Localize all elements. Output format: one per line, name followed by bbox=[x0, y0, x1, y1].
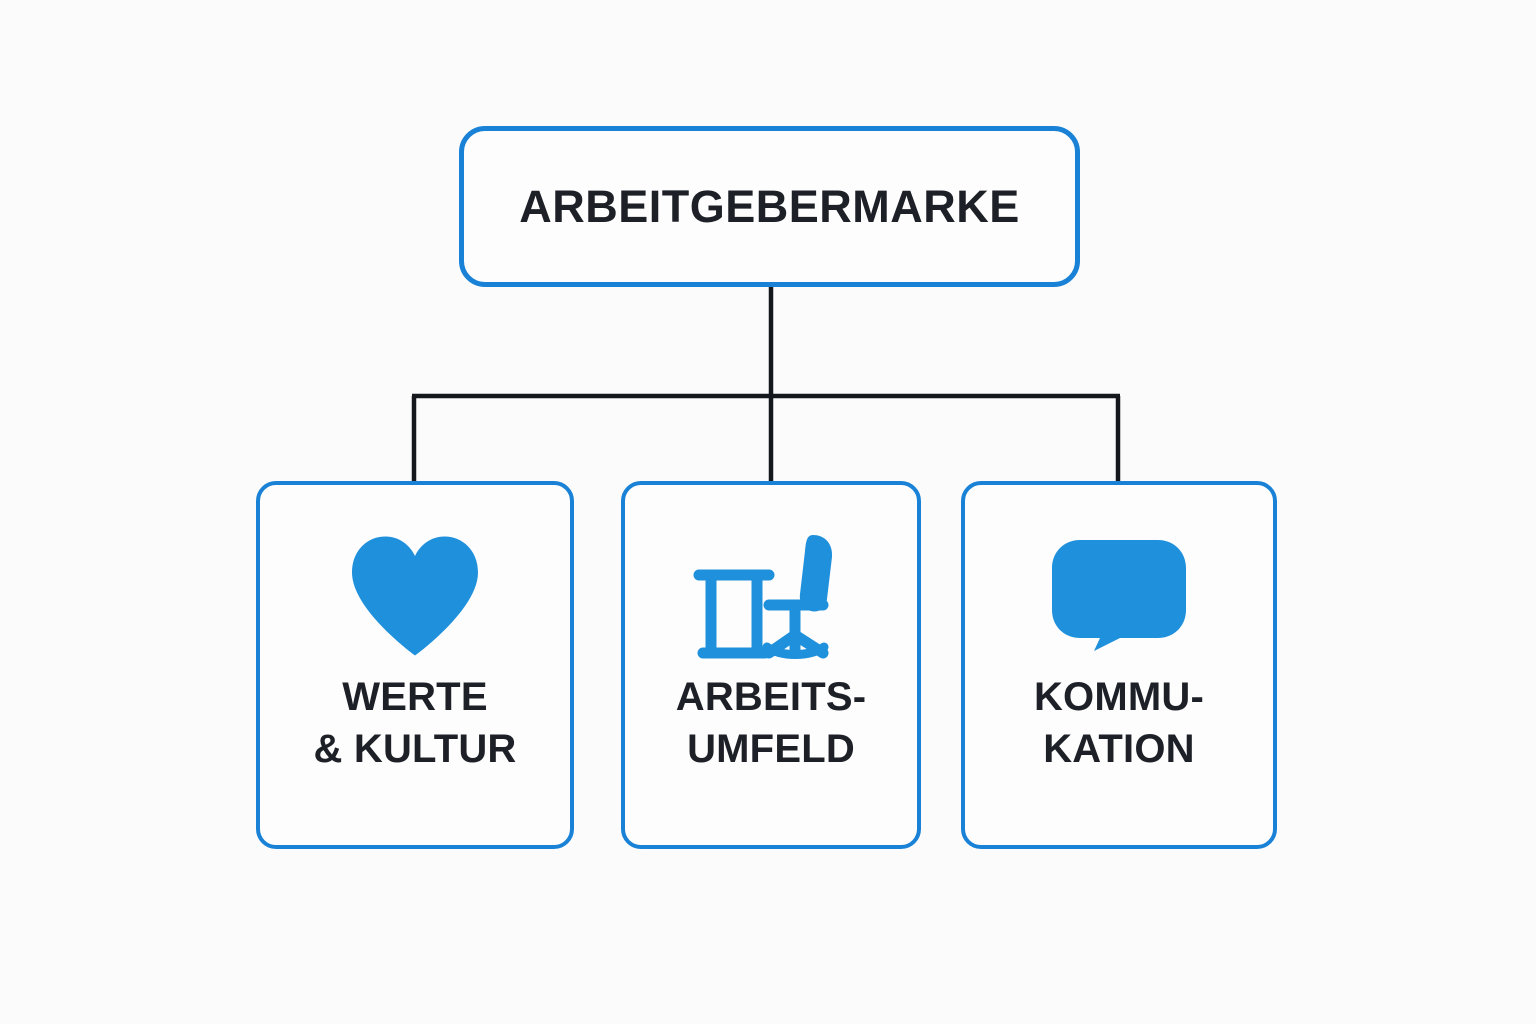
label-line-2: KATION bbox=[1043, 727, 1195, 771]
label-line-1: ARBEITS- bbox=[675, 675, 867, 719]
node-kommunikation[interactable]: KOMMU- KATION bbox=[961, 481, 1277, 849]
node-kommunikation-label: KOMMU- KATION bbox=[1034, 671, 1204, 775]
label-line-2: UMFELD bbox=[687, 727, 855, 771]
label-line-2: & KULTUR bbox=[313, 727, 517, 771]
label-line-1: KOMMU- bbox=[1033, 675, 1205, 719]
node-arbeitsumfeld-label: ARBEITS- UMFELD bbox=[676, 671, 867, 775]
node-werte-kultur[interactable]: WERTE & KULTUR bbox=[256, 481, 574, 849]
node-arbeitgebermarke[interactable]: ARBEITGEBERMARKE bbox=[459, 126, 1080, 287]
speech-bubble-icon bbox=[1048, 529, 1190, 661]
node-arbeitgebermarke-label: ARBEITGEBERMARKE bbox=[519, 180, 1020, 232]
heart-icon bbox=[348, 529, 482, 661]
node-werte-kultur-label: WERTE & KULTUR bbox=[313, 671, 516, 775]
desk-chair-icon bbox=[691, 529, 851, 661]
node-arbeitsumfeld[interactable]: ARBEITS- UMFELD bbox=[621, 481, 921, 849]
label-line-1: WERTE bbox=[342, 675, 488, 719]
